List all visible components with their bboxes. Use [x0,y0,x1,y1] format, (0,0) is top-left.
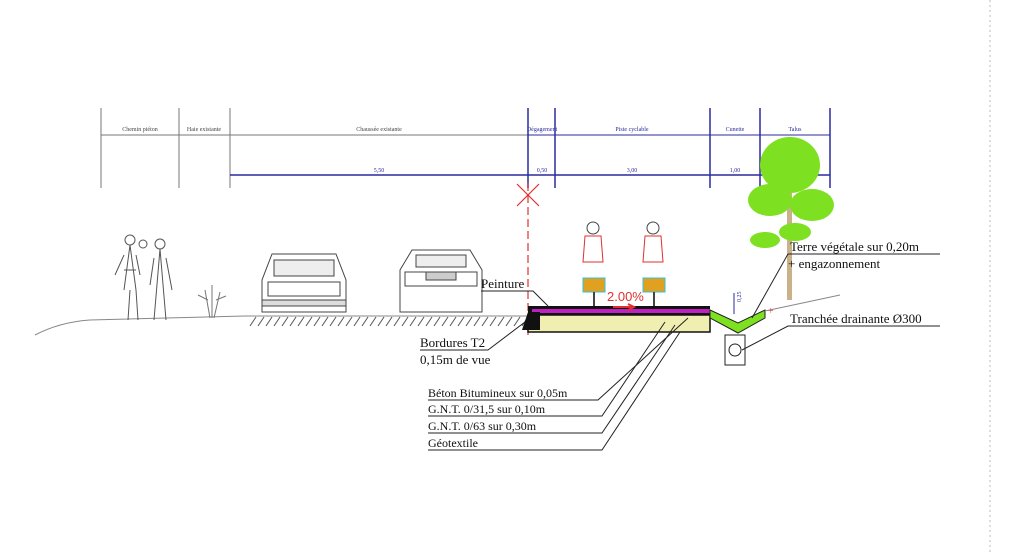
curb [522,312,540,330]
hatch-mark [345,316,353,327]
hatch-mark [249,316,257,327]
hatch-mark [393,316,401,327]
cyclist-icon [642,221,666,306]
hatch-mark [449,316,457,327]
layer-label: Géotextile [428,436,478,450]
hatch-mark [257,316,265,327]
hatch-mark [465,316,473,327]
hatch-mark [425,316,433,327]
cross-mark: + [768,306,774,317]
hatch-mark [353,316,361,327]
embankment [764,294,841,312]
hatch-mark [273,316,281,327]
hatch-mark [513,316,521,327]
column-label: Piste cyclable [615,127,648,133]
hatch-mark [305,316,313,327]
hatch-mark [361,316,369,327]
hatch-mark [337,316,345,327]
hatch-mark [505,316,513,327]
hatch-mark [297,316,305,327]
ditch-depth: 0,25 [737,292,743,303]
column-label: Chaussée existante [356,127,402,133]
ditch [709,309,766,334]
hatch-mark [289,316,297,327]
hatch-mark [377,316,385,327]
column-width: 0,50 [537,168,548,174]
ground-line [34,315,528,336]
slope-arrow-icon [613,303,637,311]
hatch-mark [481,316,489,327]
hatch-mark [321,316,329,327]
tree-icon [748,137,834,300]
curb-detail-label: 0,15m de vue [420,352,491,367]
hatch-mark [369,316,377,327]
curb-label: Bordures T2 [420,335,485,350]
hatch-mark [489,316,497,327]
pedestrians-icon [114,234,173,321]
column-label: Haie existante [187,127,221,133]
hatch-mark [265,316,273,327]
hatch-mark [401,316,409,327]
slope-label: 2.00% [607,289,644,304]
hatch-mark [329,316,337,327]
column-label: Cunette [726,127,745,133]
paint-label: Peinture [481,276,525,291]
hatch-mark [441,316,449,327]
road-hatching [249,316,529,327]
hatch-mark [457,316,465,327]
hatch-mark [281,316,289,327]
drain-pipe [724,334,746,366]
topsoil-label: Terre végétale sur 0,20m [790,239,919,254]
hatch-mark [497,316,505,327]
profile-table [100,108,831,188]
car-icon [399,249,483,313]
hatch-mark [433,316,441,327]
cyclist-icon [582,221,606,306]
hatch-mark [417,316,425,327]
hatch-mark [385,316,393,327]
drain-label: Tranchée drainante Ø300 [790,311,922,326]
topsoil-label-2: + engazonnement [788,256,881,271]
layer-label: G.N.T. 0/63 sur 0,30m [428,419,537,433]
column-width: 5,50 [374,168,385,174]
column-label: Dégagement [527,127,558,133]
cycle-path-section [522,306,711,333]
shrub-icon [197,285,227,319]
leader-lines [420,253,940,451]
hatch-mark [409,316,417,327]
column-label: Talus [789,127,803,133]
column-width: 3,00 [627,168,638,174]
layer-label: G.N.T. 0/31,5 sur 0,10m [428,402,546,416]
column-width: 1,00 [730,168,741,174]
car-icon [261,253,347,313]
hatch-mark [313,316,321,327]
layer-label: Béton Bitumineux sur 0,05m [428,386,568,400]
hatch-mark [473,316,481,327]
column-label: Chemin piéton [122,127,158,133]
